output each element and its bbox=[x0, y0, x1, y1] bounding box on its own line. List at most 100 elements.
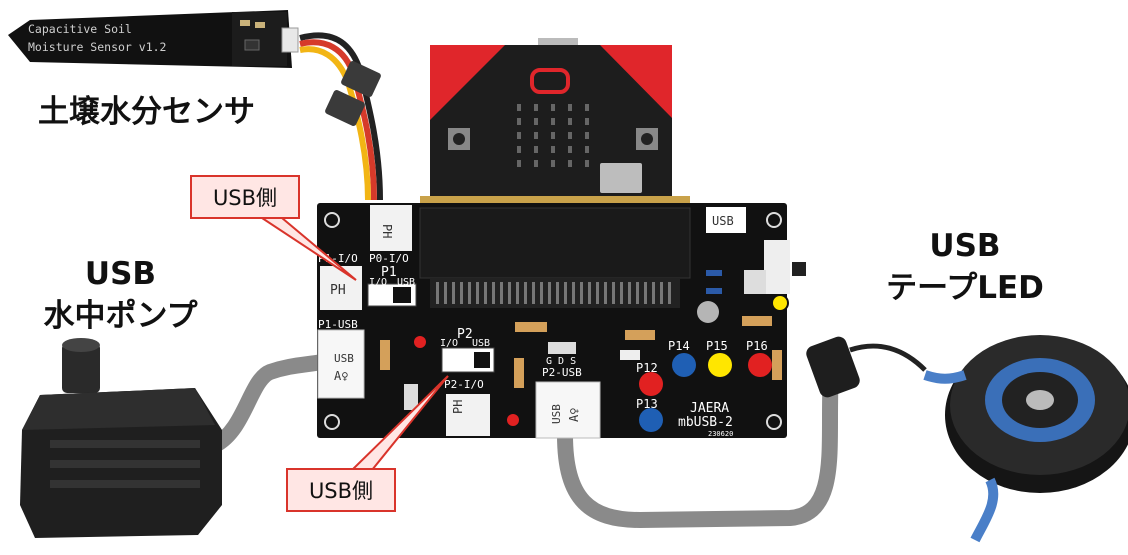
ph-left-text: PH bbox=[330, 283, 346, 298]
usb-top-right-text: USB bbox=[712, 214, 734, 228]
header-pin bbox=[572, 282, 575, 304]
matrix-led bbox=[517, 160, 521, 167]
main-board bbox=[317, 203, 806, 439]
matrix-led bbox=[585, 118, 589, 125]
led-label-line1: USB bbox=[929, 228, 1001, 264]
brand-text: JAERA bbox=[690, 401, 729, 416]
pump-label: USB 水中ポンプ bbox=[28, 254, 213, 338]
matrix-led bbox=[568, 104, 572, 111]
led-matrix bbox=[517, 104, 589, 167]
p2-io-text: P2-I/O bbox=[444, 378, 484, 391]
header-pin bbox=[476, 282, 479, 304]
matrix-led bbox=[568, 160, 572, 167]
header-pin bbox=[588, 282, 591, 304]
matrix-led bbox=[568, 118, 572, 125]
matrix-led bbox=[551, 132, 555, 139]
header-pin bbox=[636, 282, 639, 304]
header-pin bbox=[596, 282, 599, 304]
pump-label-line1: USB bbox=[84, 256, 157, 292]
p16-text: P16 bbox=[746, 339, 768, 353]
matrix-led bbox=[534, 146, 538, 153]
matrix-led bbox=[517, 104, 521, 111]
p1-usb-text: P1-USB bbox=[318, 318, 358, 331]
ferrite-core-1 bbox=[341, 61, 381, 97]
header-pin bbox=[620, 282, 623, 304]
header-pin bbox=[516, 282, 519, 304]
matrix-led bbox=[534, 118, 538, 125]
matrix-led bbox=[568, 146, 572, 153]
ph-bottom-text: PH bbox=[451, 400, 465, 414]
header-pin bbox=[564, 282, 567, 304]
header-pin bbox=[668, 282, 671, 304]
matrix-led bbox=[517, 118, 521, 125]
soil-sensor bbox=[8, 10, 299, 68]
header-pin bbox=[532, 282, 535, 304]
matrix-led bbox=[534, 104, 538, 111]
ph-top-text: PH bbox=[380, 224, 394, 238]
gds-text: G D S bbox=[546, 356, 576, 367]
p2-io-small-text: I/O bbox=[440, 338, 458, 349]
header-pin bbox=[540, 282, 543, 304]
matrix-led bbox=[517, 146, 521, 153]
p2-usb-small-text: USB bbox=[472, 338, 490, 349]
p13-text: P13 bbox=[636, 397, 658, 411]
p1-text: P1 bbox=[381, 265, 397, 280]
sensor-text-line1: Capacitive Soil bbox=[28, 22, 132, 36]
ferrite-core-2 bbox=[325, 90, 365, 126]
header-pin bbox=[524, 282, 527, 304]
matrix-led bbox=[551, 160, 555, 167]
p15-text: P15 bbox=[706, 339, 728, 353]
header-pin bbox=[652, 282, 655, 304]
matrix-led bbox=[534, 160, 538, 167]
matrix-led bbox=[551, 104, 555, 111]
led-controller bbox=[806, 336, 927, 398]
p14-text: P14 bbox=[668, 339, 690, 353]
p2-text: P2 bbox=[457, 327, 473, 342]
microbit bbox=[420, 38, 690, 212]
header-pin bbox=[500, 282, 503, 304]
header-pin bbox=[548, 282, 551, 304]
model-text: mbUSB-2 bbox=[678, 415, 733, 430]
header-pin bbox=[492, 282, 495, 304]
led-label: USB テープLED bbox=[880, 226, 1050, 310]
usb-side-callout-bottom: USB側 bbox=[286, 468, 396, 512]
usb-left-socket-text: USB bbox=[334, 352, 354, 365]
header-pin bbox=[444, 282, 447, 304]
header-pin bbox=[644, 282, 647, 304]
matrix-led bbox=[534, 132, 538, 139]
matrix-led bbox=[585, 160, 589, 167]
pump-cable bbox=[207, 354, 330, 453]
header-pins bbox=[436, 282, 671, 304]
p1-usb-small-text: USB bbox=[397, 277, 415, 288]
soil-sensor-label: 土壌水分センサ bbox=[38, 94, 255, 130]
header-pin bbox=[604, 282, 607, 304]
header-pin bbox=[556, 282, 559, 304]
matrix-led bbox=[568, 132, 572, 139]
header-pin bbox=[436, 282, 439, 304]
usb-bottom-a-text: A♀ bbox=[567, 408, 581, 422]
header-pin bbox=[460, 282, 463, 304]
header-pin bbox=[484, 282, 487, 304]
p0-io-text: P0-I/O bbox=[369, 252, 409, 265]
code-text: 230620 bbox=[708, 430, 733, 438]
led-label-line2: テープLED bbox=[886, 269, 1044, 306]
p1-io-small-text: I/O bbox=[369, 277, 387, 288]
matrix-led bbox=[585, 104, 589, 111]
header-pin bbox=[660, 282, 663, 304]
header-pin bbox=[508, 282, 511, 304]
matrix-led bbox=[551, 118, 555, 125]
p2-usb-text: P2-USB bbox=[542, 366, 582, 379]
header-pin bbox=[580, 282, 583, 304]
matrix-led bbox=[585, 132, 589, 139]
usb-left-a-text: A♀ bbox=[334, 369, 348, 383]
header-pin bbox=[468, 282, 471, 304]
p12-text: P12 bbox=[636, 361, 658, 375]
usb-side-callout-top: USB側 bbox=[190, 175, 300, 219]
sensor-text-line2: Moisture Sensor v1.2 bbox=[28, 40, 166, 54]
water-pump bbox=[20, 338, 222, 538]
header-pin bbox=[612, 282, 615, 304]
usb-bottom-socket-text: USB bbox=[550, 404, 563, 424]
pump-label-line2: 水中ポンプ bbox=[43, 297, 198, 334]
